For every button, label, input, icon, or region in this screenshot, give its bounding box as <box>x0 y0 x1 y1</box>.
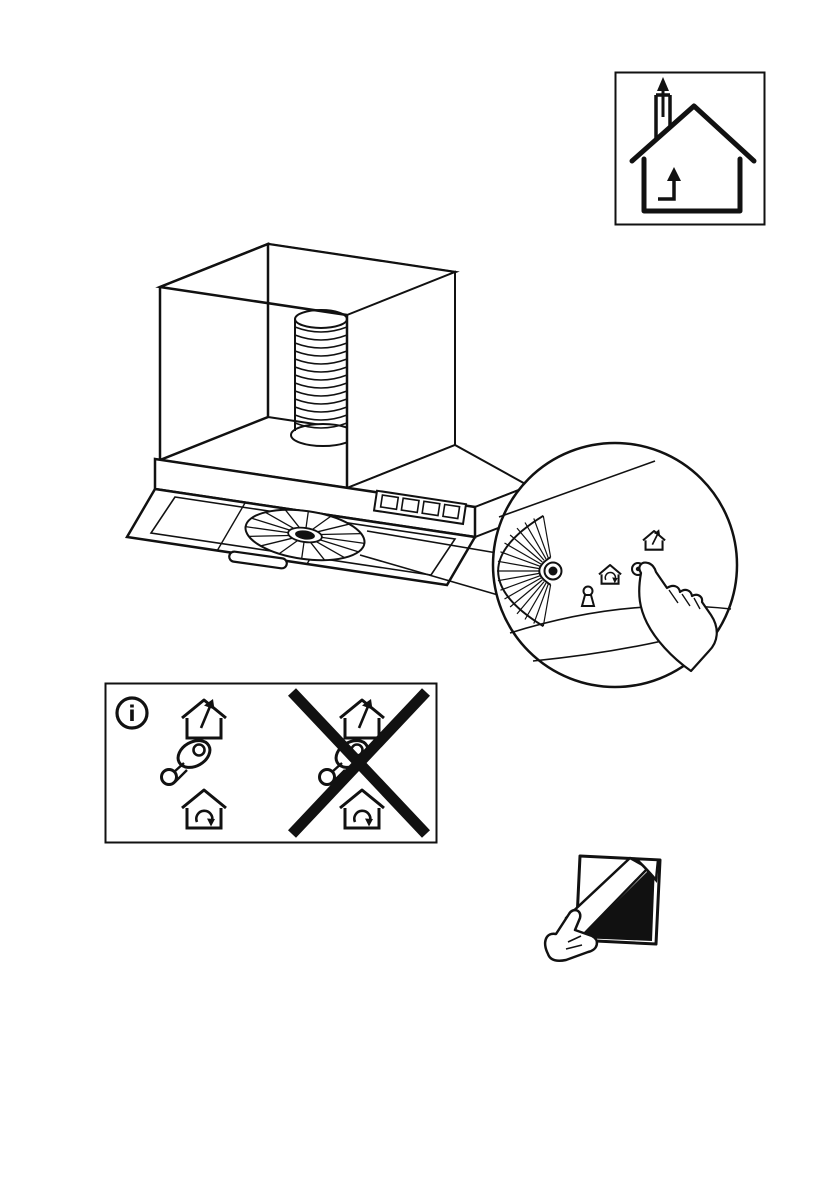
extraction-mode-figure <box>614 71 766 226</box>
peel-protective-film-icon <box>544 854 662 962</box>
figure-border <box>104 682 438 844</box>
vent-house-icon <box>339 698 385 740</box>
pointing-hand-icon <box>638 561 718 673</box>
hood-installation-figure <box>95 235 755 700</box>
hood-installation-drawing <box>124 242 739 689</box>
hood-button <box>442 503 461 520</box>
figure-border <box>614 71 766 226</box>
vent-house-icon <box>642 529 666 551</box>
hood-button <box>379 494 400 511</box>
info-label: i <box>128 702 135 726</box>
fan-wheel <box>244 508 366 562</box>
house-outline <box>629 103 757 214</box>
hand-icon <box>544 908 599 962</box>
house-chimney-extraction-icon <box>614 71 766 226</box>
info-icon: i <box>115 696 149 730</box>
airflow-arrow-icon <box>658 167 681 201</box>
peel-film-figure <box>540 850 668 970</box>
chimney-icon <box>654 77 672 139</box>
film-backing <box>580 864 655 941</box>
filter-handle <box>228 550 288 570</box>
info-figure: i <box>104 682 438 844</box>
magnifier-leader-lines <box>359 530 506 598</box>
info-drawing: i <box>104 682 438 844</box>
fan-wheel-closeup <box>497 514 563 628</box>
prohibition-x-icon <box>287 688 431 838</box>
cabinet-walls <box>158 242 456 490</box>
control-panel <box>372 489 468 526</box>
key-icon <box>160 739 212 786</box>
detail-magnifier <box>491 441 739 689</box>
vent-house-icon <box>181 698 227 740</box>
recirculation-house-icon <box>598 563 622 585</box>
hood-button <box>400 497 420 514</box>
recirculation-house-icon <box>181 788 227 830</box>
corner-curl <box>632 857 660 884</box>
keyhole-icon <box>580 585 596 607</box>
recirculation-house-icon <box>339 788 385 830</box>
hood-button <box>421 500 441 517</box>
